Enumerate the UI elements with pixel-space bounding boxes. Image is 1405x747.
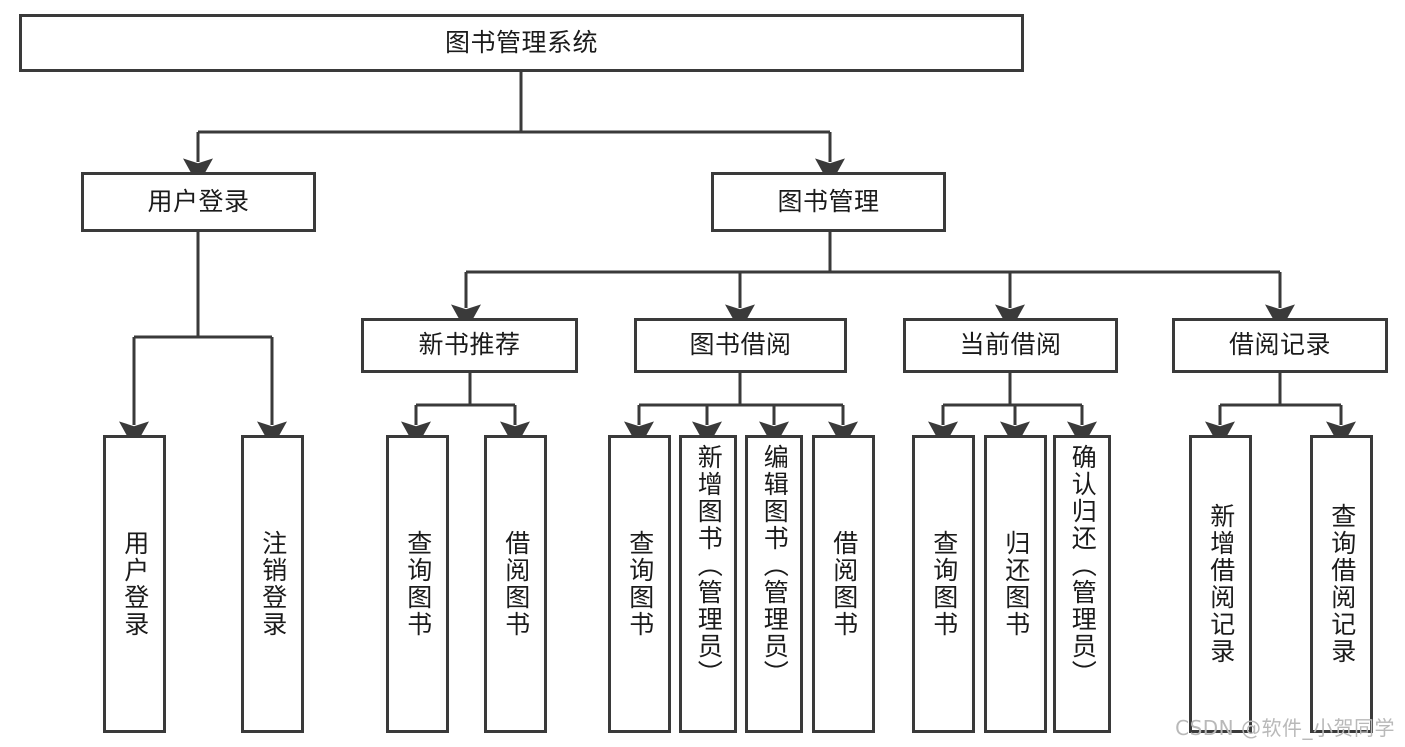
csdn-watermark: CSDN @软件_小贺同学 [1175, 716, 1395, 740]
edges-recommend-to-leaves [401, 373, 530, 449]
edges-record-to-leaves [1205, 373, 1356, 449]
leaf-query-book-recommend[interactable]: 查询图书 [386, 435, 449, 733]
leaf-confirm-return-admin[interactable]: 确认归还（管理员） [1053, 435, 1111, 733]
node-root-title[interactable]: 图书管理系统 [19, 14, 1024, 72]
node-new-book-recommend[interactable]: 新书推荐 [361, 318, 578, 373]
node-current-borrow[interactable]: 当前借阅 [903, 318, 1118, 373]
edges-current-to-leaves [928, 373, 1097, 449]
node-borrow-record[interactable]: 借阅记录 [1172, 318, 1388, 373]
edges-bookmgmt-to-level3 [451, 232, 1295, 332]
node-user-login[interactable]: 用户登录 [81, 172, 316, 232]
leaf-edit-book-admin[interactable]: 编辑图书（管理员） [745, 435, 803, 733]
leaf-borrow-book-recommend[interactable]: 借阅图书 [484, 435, 547, 733]
leaf-query-borrow-record[interactable]: 查询借阅记录 [1310, 435, 1373, 733]
node-book-borrow[interactable]: 图书借阅 [634, 318, 847, 373]
edges-userlogin-to-leaves [119, 232, 287, 449]
leaf-query-book-current[interactable]: 查询图书 [912, 435, 975, 733]
leaf-logout[interactable]: 注销登录 [241, 435, 304, 733]
leaf-query-book-borrow[interactable]: 查询图书 [608, 435, 671, 733]
leaf-add-borrow-record[interactable]: 新增借阅记录 [1189, 435, 1252, 733]
leaf-add-book-admin[interactable]: 新增图书（管理员） [679, 435, 737, 733]
node-book-management[interactable]: 图书管理 [711, 172, 946, 232]
leaf-user-login[interactable]: 用户登录 [103, 435, 166, 733]
leaf-return-book[interactable]: 归还图书 [984, 435, 1047, 733]
edges-borrow-to-leaves [624, 373, 858, 449]
leaf-borrow-book[interactable]: 借阅图书 [812, 435, 875, 733]
edges-root-to-level2 [183, 72, 845, 186]
